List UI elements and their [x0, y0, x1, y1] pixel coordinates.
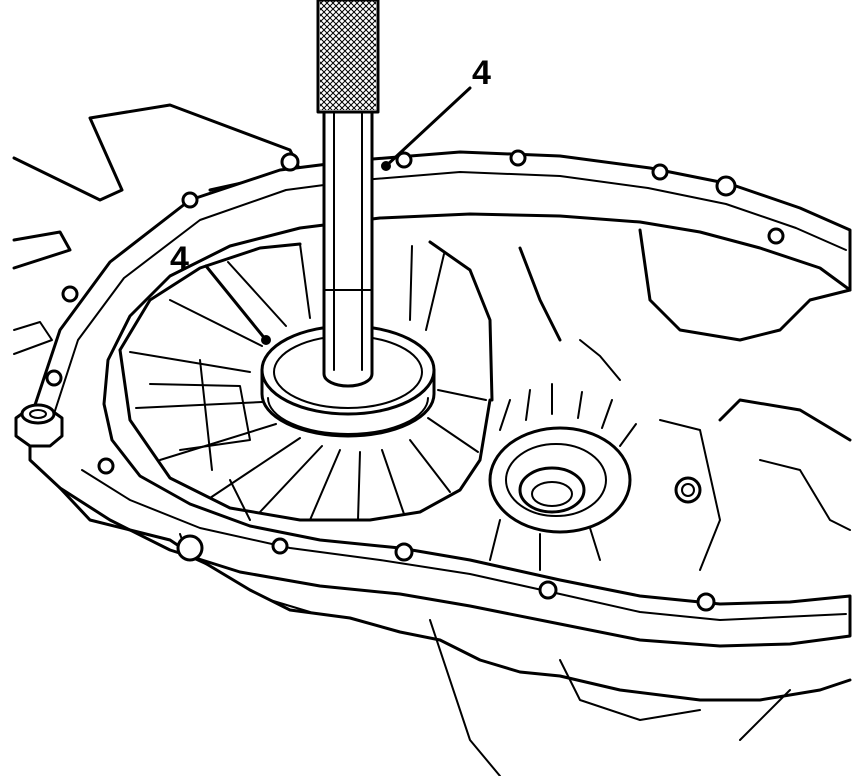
housing-flange: [28, 150, 852, 648]
callout-leaders: [204, 86, 472, 345]
inner-housing: [118, 240, 562, 522]
callout-label-left: 4: [170, 240, 189, 278]
callout-label-top: 4: [472, 54, 491, 92]
case-lower-skirt: [58, 486, 852, 776]
leader-line-left: [204, 264, 268, 342]
locating-stud: [14, 403, 64, 448]
leader-dot-left: [261, 335, 271, 345]
oil-seal: [260, 324, 436, 438]
flange-bolt-holes: [45, 149, 785, 612]
seal-installer-tool: [316, 0, 380, 388]
leader-line-top: [384, 86, 472, 168]
bearing-bore: [488, 383, 637, 571]
case-right-structure: [579, 228, 852, 571]
leader-dot-top: [381, 161, 391, 171]
housing-ribs: [129, 243, 487, 521]
